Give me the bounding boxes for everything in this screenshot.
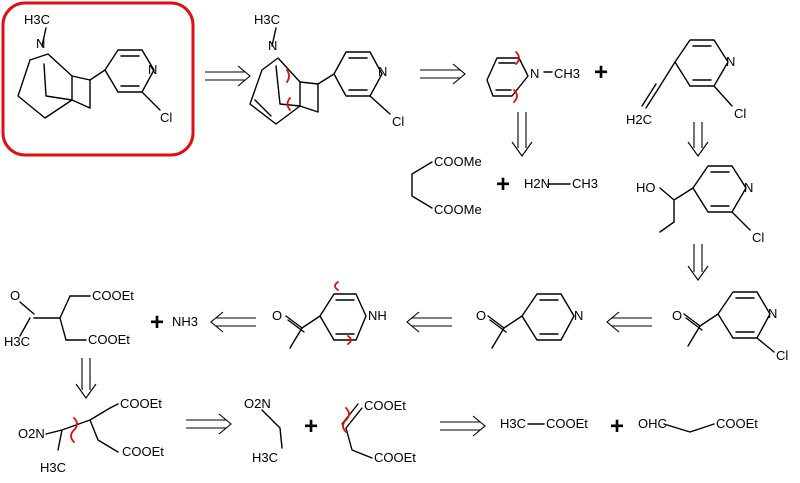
retro-arrow: [687, 122, 709, 157]
ketone-o: O: [672, 308, 682, 323]
ketodiester-ester2: COOEt: [88, 332, 130, 347]
dihydropyridine: O NH: [272, 281, 387, 349]
ketodiester-ester1: COOEt: [92, 288, 134, 303]
retro-arrow: [440, 415, 486, 437]
pyrrole-n: N: [530, 66, 539, 81]
succinate-ester1: COOMe: [434, 154, 482, 169]
plus-sign: +: [496, 171, 510, 198]
target-me: H3C: [24, 12, 50, 27]
ammonia: NH3: [172, 314, 198, 329]
aldehyde-ester: OHC COOEt: [638, 416, 758, 433]
aldehyde-ohc: OHC: [638, 416, 667, 431]
target-py-n: N: [148, 62, 157, 77]
chloroketone-cl: Cl: [776, 348, 788, 363]
int1-n: N: [268, 38, 277, 53]
ethylacetate-ester: COOEt: [546, 416, 588, 431]
int1-py-n: N: [378, 64, 387, 79]
alcohol-cl: Cl: [752, 230, 764, 245]
plus-sign: +: [304, 413, 318, 440]
unsat-ester2: COOEt: [374, 450, 416, 465]
retro-arrow: [420, 63, 466, 85]
plus-sign: +: [150, 309, 164, 336]
retro-arrow: [511, 112, 533, 157]
nitroethane: O2N H3C: [244, 396, 283, 465]
nitrodiester-ester2: COOEt: [122, 444, 164, 459]
pyrrole-me: CH3: [554, 66, 580, 81]
dihydropyridine-o: O: [272, 308, 282, 323]
vinylpyridine: H2C N Cl: [626, 39, 746, 127]
unsat-ester1: COOEt: [364, 398, 406, 413]
retro-arrow: [210, 311, 256, 333]
intermediate-tropene: N H3C N Cl: [249, 12, 404, 129]
nitrodiester-h3c: H3C: [40, 460, 66, 475]
retro-arrow: [606, 311, 652, 333]
plus-sign: +: [610, 413, 624, 440]
succinate-ester2: COOMe: [434, 202, 482, 217]
target-highlight-box: [1, 1, 195, 157]
unsaturated-diester: COOEt COOEt: [341, 398, 416, 465]
plus-sign: +: [594, 59, 608, 86]
methylamine-ch3: CH3: [572, 176, 598, 191]
methylamine: H2N CH3: [524, 176, 598, 191]
acetylpyridine-n: N: [574, 308, 583, 323]
target-cl: Cl: [160, 110, 172, 125]
retro-arrow: [186, 413, 232, 435]
vinyl-cl: Cl: [734, 106, 746, 121]
ethyl-acetate: H3C COOEt: [500, 416, 588, 431]
ketodiester-o: O: [10, 288, 20, 303]
retro-arrow: [406, 311, 452, 333]
n-methylpyrrole: N CH3: [486, 51, 580, 103]
vinyl-n: N: [726, 54, 735, 69]
keto-diester: O H3C COOEt COOEt: [4, 288, 134, 349]
nitroethane-o2n: O2N: [244, 396, 271, 411]
ketodiester-h3c: H3C: [4, 334, 30, 349]
retro-arrow: [75, 358, 97, 399]
acetylpyridine-o: O: [476, 308, 486, 323]
ethylacetate-h3c: H3C: [500, 416, 526, 431]
retro-arrow: [205, 65, 251, 87]
nitroethane-h3c: H3C: [252, 450, 278, 465]
acetylpyridine: O N: [476, 293, 583, 349]
nitro-diester: O2N H3C COOEt COOEt: [18, 396, 164, 475]
alcohol-n: N: [744, 180, 753, 195]
int1-me: H3C: [254, 12, 280, 27]
int1-cl: Cl: [392, 114, 404, 129]
dimethyl-succinate: COOMe COOMe: [411, 154, 482, 217]
dihydropyridine-nh: NH: [368, 308, 387, 323]
aldehyde-ester-label: COOEt: [716, 416, 758, 431]
nitrodiester-ester1: COOEt: [120, 396, 162, 411]
chloro-acetylpyridine: O N Cl: [672, 291, 788, 363]
chloroketone-n: N: [768, 306, 777, 321]
target-molecule: N H3C N Cl: [1, 1, 195, 157]
pyridyl-ethanol: HO N Cl: [636, 165, 764, 245]
retro-arrow: [687, 244, 709, 281]
nitrodiester-o2n: O2N: [18, 426, 45, 441]
methylamine-h2n: H2N: [524, 176, 550, 191]
target-n: N: [36, 36, 45, 51]
alcohol-ho: HO: [636, 180, 656, 195]
vinyl-ch2: H2C: [626, 112, 652, 127]
